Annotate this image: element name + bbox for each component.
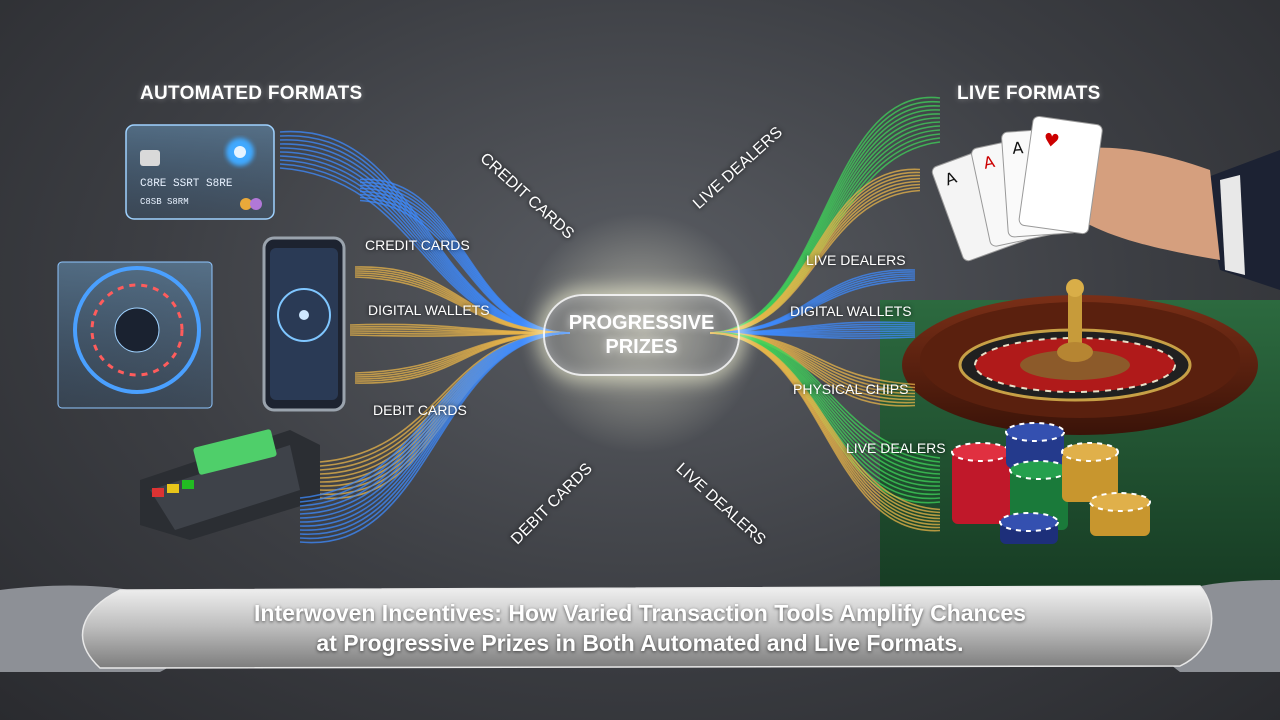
svg-text:A: A [982,152,997,173]
caption-text: Interwoven Incentives: How Varied Transa… [150,598,1130,658]
card-name: C8SB S8RM [140,197,189,207]
caption-line-1: Interwoven Incentives: How Varied Transa… [254,600,1026,626]
caption-banner [0,580,1280,672]
automated-formats-header: AUTOMATED FORMATS [140,83,363,104]
caption-line-2: at Progressive Prizes in Both Automated … [316,630,964,656]
game-board-hologram [57,261,213,409]
svg-text:♥: ♥ [1042,129,1061,152]
progressive-prizes-label: PROGRESSIVE PRIZES [568,312,715,358]
card-number: C8RE SSRT S8RE [140,178,233,190]
right-digital-wallets-label: DIGITAL WALLETS [790,303,912,319]
hand-holding-cards: A A A ♥ [931,115,1280,290]
credit-card-hologram [125,124,275,220]
left-credit-cards-label: CREDIT CARDS [365,237,470,253]
right-physical-chips-label: PHYSICAL CHIPS [793,381,909,397]
svg-text:A: A [1012,138,1024,158]
payment-terminal [140,429,320,540]
center-glow [520,213,760,453]
roulette-table-scene [880,279,1280,590]
casino-chips-stack [951,422,1151,544]
left-digital-wallets-label: DIGITAL WALLETS [368,302,490,318]
smartphone [262,236,346,412]
left-debit-cards-label: DEBIT CARDS [373,402,467,418]
live-formats-header: LIVE FORMATS [957,83,1101,104]
progressive-prizes-hub: PROGRESSIVE PRIZES [543,294,740,376]
right-live-dealers-label-1: LIVE DEALERS [806,252,906,268]
right-live-dealers-label-2: LIVE DEALERS [846,440,946,456]
